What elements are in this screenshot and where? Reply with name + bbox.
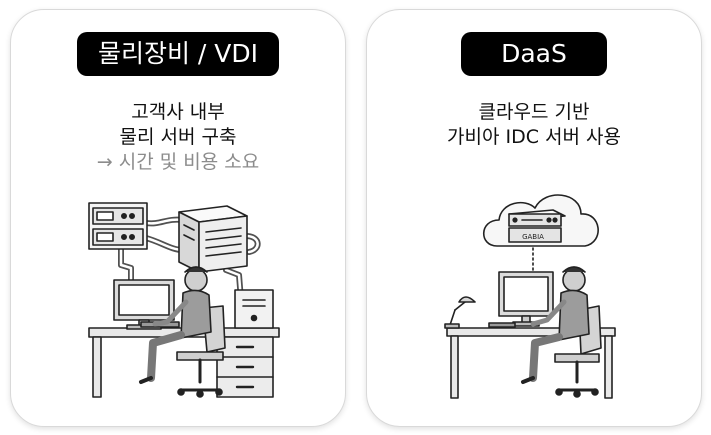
worker-person-icon: [521, 266, 590, 384]
onprem-title: 물리장비 / VDI: [77, 32, 279, 76]
worker-person-icon: [139, 266, 212, 384]
pc-tower-icon: [234, 289, 274, 329]
daas-line-2: 가비아 IDC 서버 사용: [447, 126, 621, 148]
onprem-line-1: 고객사 내부: [131, 101, 225, 123]
daas-illustration: GABIA: [444, 194, 616, 399]
onprem-card: 물리장비 / VDI 고객사 내부 물리 서버 구축 → 시간 및 비용 소요: [10, 9, 346, 427]
onprem-description: 고객사 내부 물리 서버 구축 → 시간 및 비용 소요: [11, 100, 345, 175]
tower-server-icon: [178, 205, 248, 273]
office-desk-icon: [446, 327, 616, 399]
desk-lamp-icon: [444, 296, 476, 329]
onprem-illustration: [88, 202, 280, 398]
daas-title: DaaS: [461, 32, 607, 76]
onprem-cost-note: → 시간 및 비용 소요: [96, 151, 260, 173]
daas-card: DaaS 클라우드 기반 가비아 IDC 서버 사용 GABIA: [366, 9, 702, 427]
office-desk-icon: [88, 327, 280, 398]
daas-description: 클라우드 기반 가비아 IDC 서버 사용: [367, 100, 701, 150]
rack-server-icon: [88, 202, 148, 250]
keyboard-icon: [488, 322, 516, 328]
onprem-line-2: 물리 서버 구축: [119, 126, 237, 148]
cloud-server-icon: [508, 209, 566, 243]
gabia-label: GABIA: [522, 233, 544, 241]
monitor-icon: [498, 271, 554, 327]
daas-line-1: 클라우드 기반: [478, 101, 590, 123]
